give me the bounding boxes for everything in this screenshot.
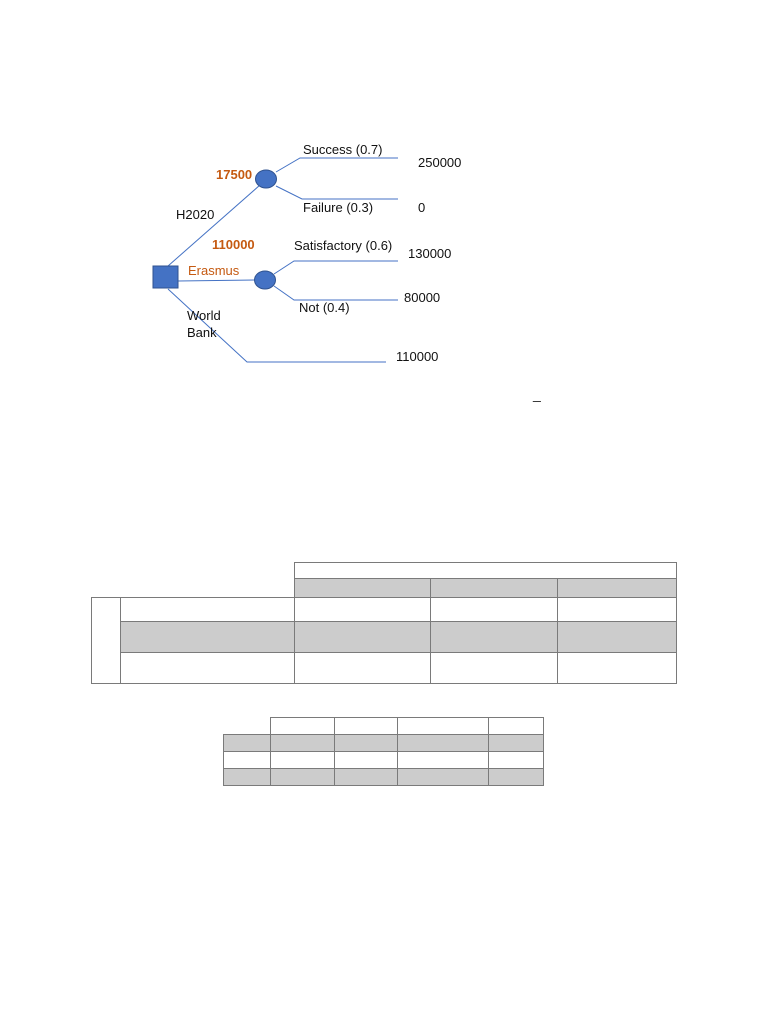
table-cell — [488, 768, 544, 786]
table-row — [92, 578, 677, 598]
table-cell — [397, 717, 490, 735]
branch-erasmus — [177, 279, 257, 282]
table-cell — [397, 768, 490, 786]
table-cell — [333, 734, 399, 752]
table-cell — [333, 717, 399, 735]
stray-dash: _ — [533, 386, 541, 402]
table-cell — [293, 597, 432, 622]
table-cell — [223, 768, 271, 786]
chance-node-erasmus — [254, 270, 276, 290]
branch-h2020 — [167, 184, 261, 267]
option-h2020-label: H2020 — [176, 207, 215, 222]
table-cell — [430, 652, 559, 684]
table-row — [223, 768, 544, 786]
decision-node — [152, 265, 179, 289]
table-cell — [119, 597, 295, 622]
table-cell — [293, 562, 678, 579]
table-cell — [430, 621, 559, 653]
table-cell — [223, 751, 271, 769]
payoff-not: 80000 — [404, 290, 441, 305]
table-cell — [333, 751, 399, 769]
table-row — [92, 621, 677, 653]
payoff-world-bank: 110000 — [396, 349, 439, 364]
table-row — [223, 734, 544, 752]
table-row — [92, 562, 678, 579]
upper-table — [91, 562, 678, 684]
payoff-success: 250000 — [418, 155, 462, 170]
table-cell — [269, 768, 335, 786]
table-cell — [557, 597, 677, 622]
table-cell — [269, 734, 335, 752]
expected-value-h2020: 17500 — [216, 167, 253, 182]
branch-satisfactory — [273, 260, 398, 275]
table-cell — [293, 578, 432, 598]
table-cell — [557, 621, 677, 653]
branch-failure — [275, 185, 398, 200]
table-cell — [488, 717, 544, 735]
lower-table — [223, 717, 544, 786]
table-cell — [333, 768, 399, 786]
table-cell — [269, 751, 335, 769]
option-world-bank-label-line1: World — [187, 308, 221, 323]
outcome-satisfactory-label: Satisfactory (0.6) — [294, 238, 393, 253]
table-cell — [269, 717, 335, 735]
branch-success — [275, 157, 398, 173]
branch-world-bank — [167, 288, 386, 363]
outcome-not-label: Not (0.4) — [299, 300, 350, 315]
outcome-success-label: Success (0.7) — [303, 142, 383, 157]
table-cell — [430, 597, 559, 622]
payoff-satisfactory: 130000 — [408, 246, 452, 261]
table-row — [91, 597, 677, 684]
option-erasmus-label: Erasmus — [188, 263, 240, 278]
branch-not — [273, 285, 398, 301]
table-cell — [223, 734, 271, 752]
chance-node-h2020 — [255, 169, 277, 189]
table-cell — [488, 751, 544, 769]
table-row — [224, 717, 544, 735]
table-cell — [397, 734, 490, 752]
table-cell — [91, 597, 121, 684]
table-cell — [119, 652, 295, 684]
option-world-bank-label-line2: Bank — [187, 325, 217, 340]
table-cell — [293, 621, 432, 653]
outcome-failure-label: Failure (0.3) — [303, 200, 374, 215]
table-cell — [119, 621, 295, 653]
table-cell — [293, 652, 432, 684]
payoff-failure: 0 — [418, 200, 426, 215]
table-row — [92, 652, 677, 684]
table-cell — [430, 578, 559, 598]
table-cell — [557, 652, 677, 684]
table-cell — [488, 734, 544, 752]
table-row — [223, 751, 544, 769]
table-cell — [397, 751, 490, 769]
expected-value-erasmus: 110000 — [212, 237, 255, 252]
table-cell — [557, 578, 677, 598]
